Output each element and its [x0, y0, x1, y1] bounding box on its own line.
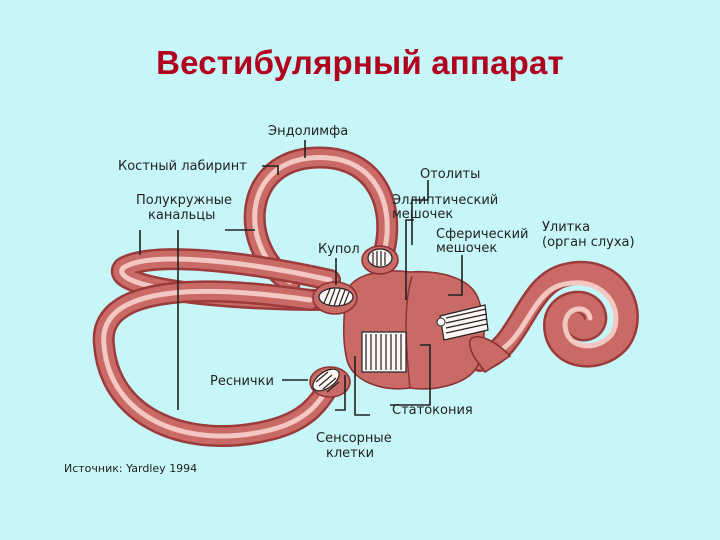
source-caption: Источник: Yardley 1994: [64, 462, 197, 475]
slide-title: Вестибулярный аппарат: [156, 44, 564, 81]
label-otoliths: Отолиты: [420, 167, 480, 182]
label-semicircular-1: Полукружные: [136, 193, 232, 208]
label-endolymph: Эндолимфа: [268, 124, 348, 139]
label-utricle-1: Эллиптический: [392, 193, 498, 208]
label-utricle-2: мешочек: [392, 207, 453, 222]
canal-tubes: [92, 146, 639, 448]
leader-lines: [139, 140, 463, 416]
label-semicircular-2: канальцы: [148, 208, 215, 223]
label-cochlea-1: Улитка: [542, 220, 590, 235]
label-cochlea-2: (орган слуха): [542, 235, 635, 250]
label-bony-labyrinth: Костный лабиринт: [118, 159, 247, 174]
label-cupula: Купол: [318, 242, 360, 257]
label-sensory-1: Сенсорные: [316, 431, 392, 446]
hair-cells: [312, 248, 489, 393]
label-cilia: Реснички: [210, 374, 274, 389]
label-sensory-2: клетки: [326, 446, 374, 461]
label-saccule-1: Сферический: [436, 227, 528, 242]
label-saccule-2: мешочек: [436, 241, 497, 256]
label-statoconia: Статокония: [392, 403, 473, 418]
